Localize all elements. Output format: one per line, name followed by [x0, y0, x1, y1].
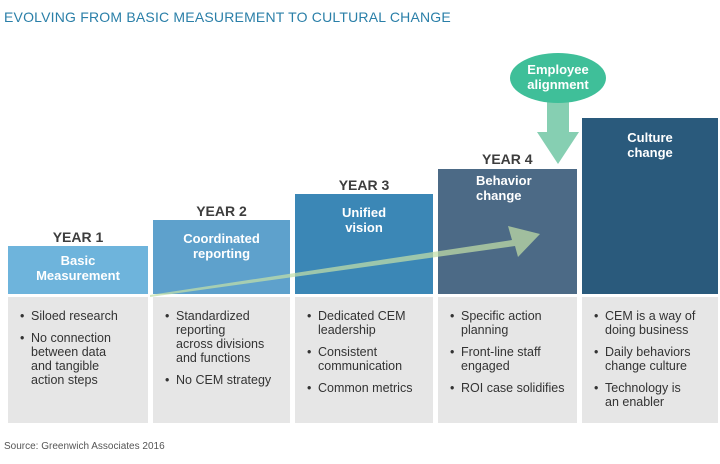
year-label-1: YEAR 1	[52, 229, 104, 245]
stage-name-1: Basic Measurement	[36, 253, 120, 283]
stage-box-3: Unified vision	[295, 194, 433, 294]
alignment-callout: Employee alignment	[527, 62, 589, 92]
page-title: EVOLVING FROM BASIC MEASUREMENT TO CULTU…	[4, 9, 451, 25]
stage-box-4: Behavior change	[438, 169, 577, 294]
stage-panel-4: Specific action planning Front-line staf…	[438, 297, 577, 423]
stage-panel-2: Standardized reporting across divisions …	[153, 297, 290, 423]
stage-name-4: Behavior change	[476, 173, 532, 203]
stage-box-5: Culture change	[582, 118, 718, 294]
stage-panel-3: Dedicated CEM leadership Consistent comm…	[295, 297, 433, 423]
stage-name-3: Unified vision	[341, 205, 387, 235]
year-label-3: YEAR 3	[338, 177, 390, 193]
stage-3-item: Common metrics	[307, 381, 425, 395]
stage-panel-1: Siloed research No connection between da…	[8, 297, 148, 423]
stage-2-item: Standardized reporting across divisions …	[165, 309, 282, 365]
stage-2-item: No CEM strategy	[165, 373, 282, 387]
stage-5-item: Technology is an enabler	[594, 381, 710, 409]
stage-1-item: No connection between data and tangible …	[20, 331, 140, 387]
stage-panel-5: CEM is a way of doing business Daily beh…	[582, 297, 718, 423]
stage-5-item: CEM is a way of doing business	[594, 309, 710, 337]
stage-4-item: Specific action planning	[450, 309, 569, 337]
year-label-4: YEAR 4	[482, 151, 533, 167]
stage-name-5: Culture change	[627, 130, 673, 160]
alignment-arrow	[537, 96, 579, 164]
stage-3-item: Dedicated CEM leadership	[307, 309, 425, 337]
stage-3-item: Consistent communication	[307, 345, 425, 373]
growth-arrow	[150, 226, 540, 297]
stage-name-2: Coordinated reporting	[183, 231, 260, 261]
stage-4-item: ROI case solidifies	[450, 381, 569, 395]
source-note: Source: Greenwich Associates 2016	[4, 441, 165, 452]
year-label-2: YEAR 2	[196, 203, 247, 219]
stage-box-1: Basic Measurement	[8, 246, 148, 294]
stage-1-item: Siloed research	[20, 309, 140, 323]
alignment-callout-bubble	[510, 53, 606, 103]
stage-4-item: Front-line staff engaged	[450, 345, 569, 373]
stage-5-item: Daily behaviors change culture	[594, 345, 710, 373]
stage-box-2: Coordinated reporting	[153, 220, 290, 294]
